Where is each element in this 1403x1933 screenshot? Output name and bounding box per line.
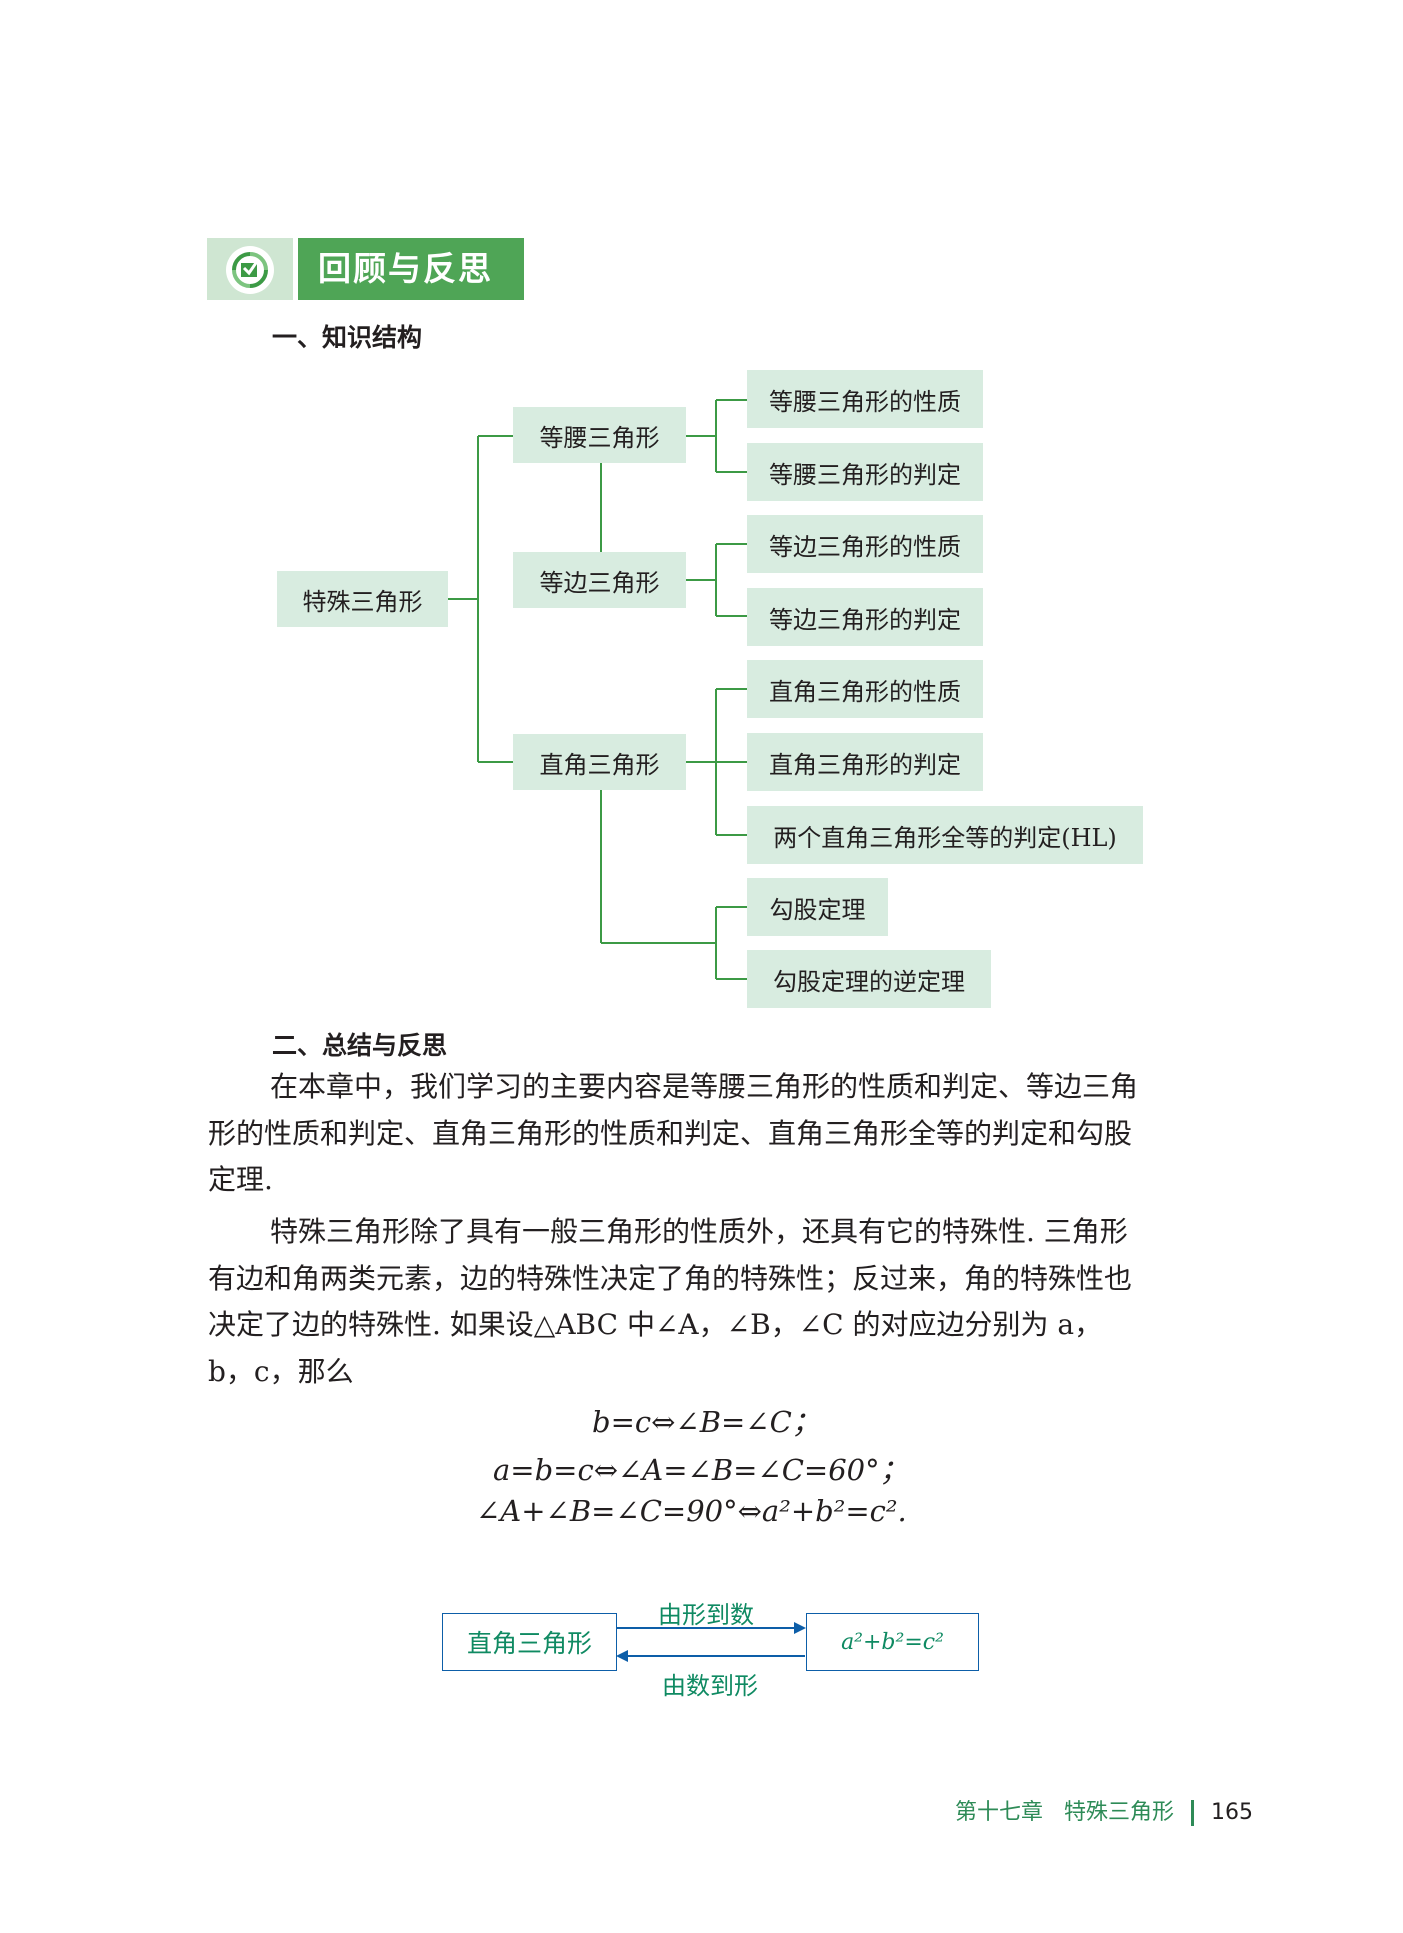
paragraph-line: 决定了边的特殊性. 如果设△ABC 中∠A，∠B，∠C 的对应边分别为 a， — [208, 1308, 1103, 1341]
tree-branch-equilateral: 等边三角形 — [513, 552, 686, 608]
section-banner — [298, 238, 524, 300]
arrow-right-icon — [794, 1622, 806, 1634]
equation: b=c⇔∠B=∠C； — [592, 1405, 821, 1439]
tree-branch-right-triangle: 直角三角形 — [513, 734, 686, 790]
paragraph-2: 特殊三角形除了具有一般三角形的性质外，还具有它的特殊性. 三角形 有边和角两类元… — [208, 1209, 1203, 1395]
tree-leaf: 两个直角三角形全等的判定(HL) — [747, 806, 1143, 864]
paragraph-line: 特殊三角形除了具有一般三角形的性质外，还具有它的特殊性. 三角形 — [270, 1215, 1128, 1248]
paragraph-line: 形的性质和判定、直角三角形的性质和判定、直角三角形全等的判定和勾股 — [208, 1116, 1133, 1150]
tree-leaf: 直角三角形的判定 — [747, 733, 983, 791]
footer-chapter-title: 特殊三角形 — [1063, 1800, 1174, 1825]
heading-knowledge-structure: 一、知识结构 — [272, 323, 423, 352]
paragraph-line: 定理. — [208, 1163, 273, 1196]
paragraph-1: 在本章中，我们学习的主要内容是等腰三角形的性质和判定、等边三角 形的性质和判定、… — [208, 1064, 1203, 1204]
paragraph-line: b，c，那么 — [208, 1354, 354, 1388]
flow-label-number-to-shape: 由数到形 — [662, 1672, 758, 1700]
equation: ∠A+∠B=∠C=90°⇔a²+b²=c². — [476, 1494, 907, 1528]
book-checkmark-cycle-icon — [226, 246, 274, 294]
equation: a=b=c⇔∠A=∠B=∠C=60°； — [493, 1453, 909, 1487]
tree-root-node: 特殊三角形 — [277, 571, 448, 627]
tree-leaf: 直角三角形的性质 — [747, 660, 983, 718]
tree-leaf: 勾股定理的逆定理 — [747, 950, 991, 1008]
tree-leaf: 等腰三角形的判定 — [747, 443, 983, 501]
page-number: 165 — [1211, 1800, 1253, 1825]
paragraph-line: 有边和角两类元素，边的特殊性决定了角的特殊性；反过来，角的特殊性也 — [208, 1261, 1133, 1295]
arrow-left-icon — [616, 1650, 628, 1662]
paragraph-line: 在本章中，我们学习的主要内容是等腰三角形的性质和判定、等边三角 — [270, 1070, 1139, 1103]
footer-chapter: 第十七章 — [954, 1800, 1043, 1825]
tree-branch-isosceles: 等腰三角形 — [513, 407, 686, 463]
heading-summary-reflection: 二、总结与反思 — [272, 1031, 448, 1060]
section-title: 回顾与反思 — [318, 249, 493, 288]
page-footer: 第十七章 特殊三角形 165 — [955, 1794, 1253, 1826]
tree-leaf: 等边三角形的性质 — [747, 515, 983, 573]
footer-divider — [1191, 1800, 1194, 1826]
flow-label-shape-to-number: 由形到数 — [658, 1601, 754, 1629]
flow-box-pythagorean-formula: a²+b²=c² — [806, 1613, 979, 1671]
tree-leaf: 等腰三角形的性质 — [747, 370, 983, 428]
tree-leaf: 勾股定理 — [747, 878, 888, 936]
tree-leaf: 等边三角形的判定 — [747, 588, 983, 646]
flow-box-right-triangle: 直角三角形 — [442, 1613, 617, 1671]
